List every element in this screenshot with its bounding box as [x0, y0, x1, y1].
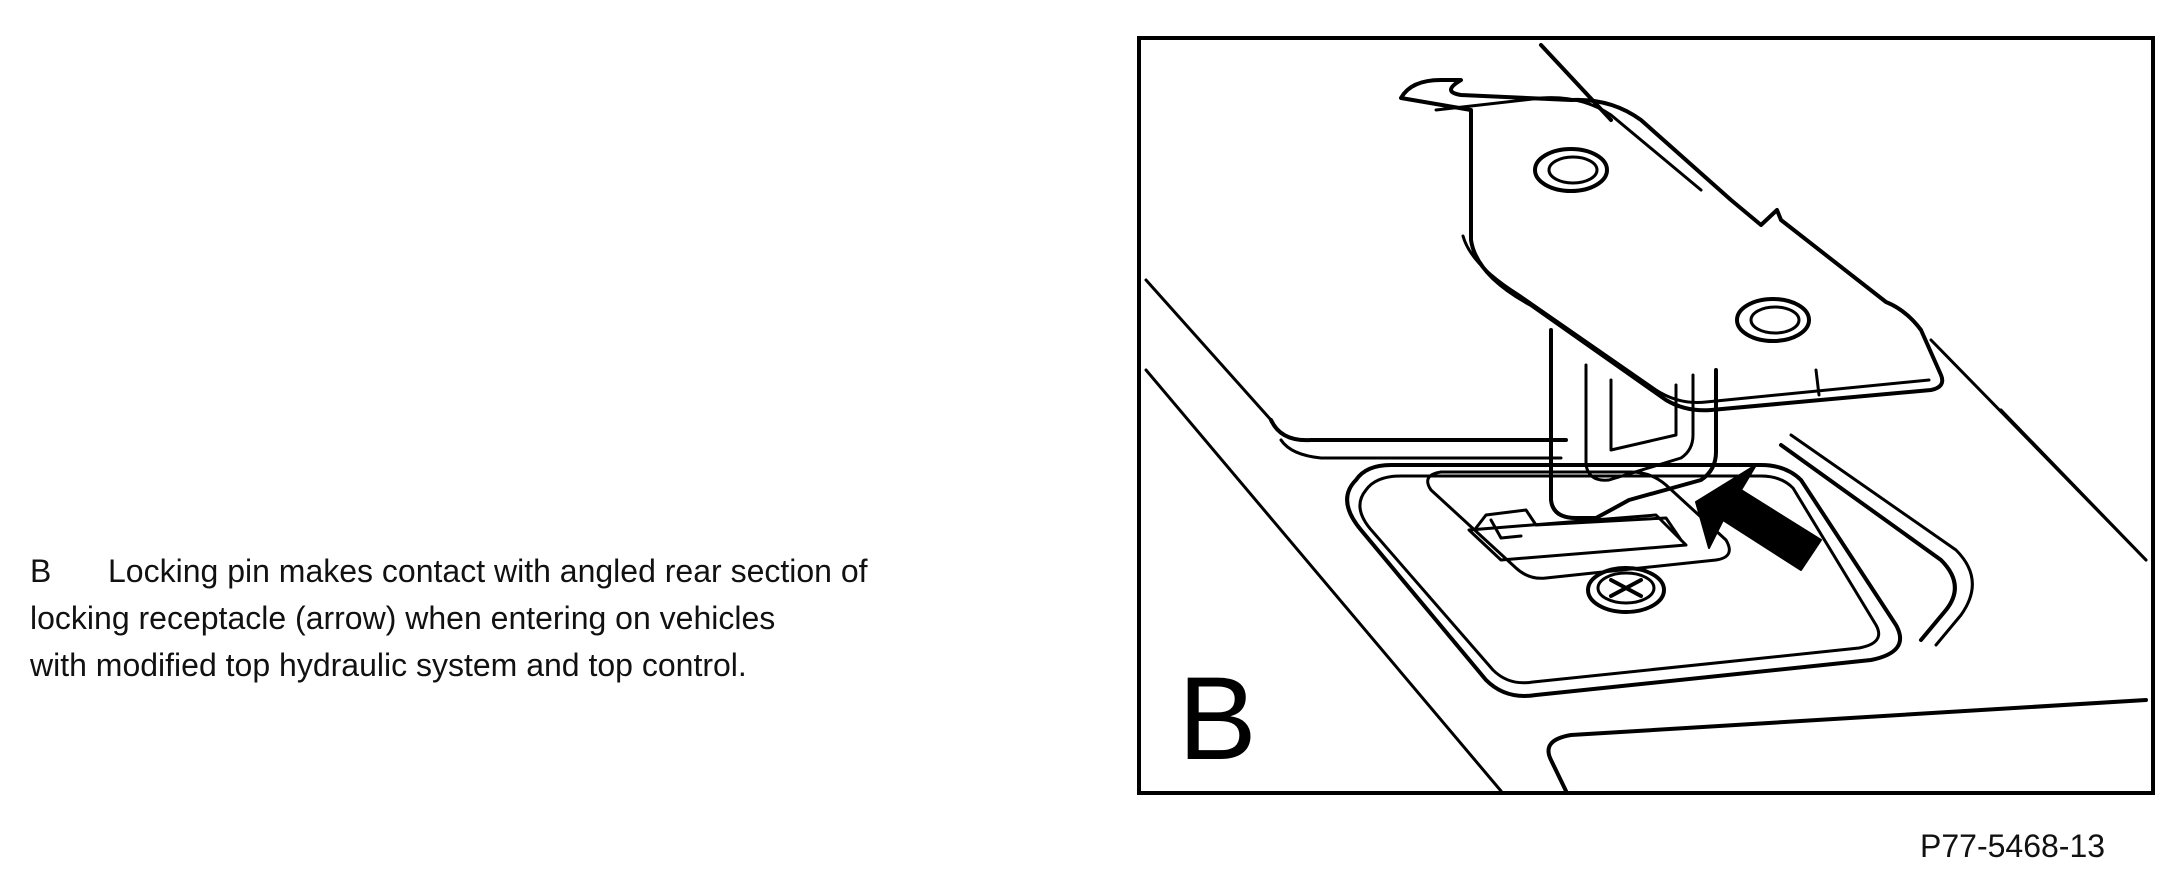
deck-panel-outline — [1269, 418, 1568, 443]
panel-label: B — [1178, 653, 1257, 785]
caption-line-1: B Locking pin makes contact with angled r… — [30, 548, 1090, 595]
top-plate-top-edge — [1434, 96, 1703, 192]
top-plate-edge — [1461, 234, 1931, 404]
guide-line-left-1 — [1144, 278, 1273, 422]
bottom-rail — [1546, 698, 2148, 791]
plate-hole-upper — [1533, 147, 1609, 193]
locking-latch — [1474, 508, 1683, 542]
locking-pin-illustration — [1144, 43, 2148, 791]
guide-line-right-2 — [1929, 338, 2148, 562]
latch-inner — [1489, 518, 1523, 540]
bracket-right-inner — [1789, 433, 1974, 647]
receptacle-plate-inner — [1358, 474, 1881, 685]
locking-pin-body — [1549, 328, 1718, 520]
screw-cross-icon — [1609, 578, 1643, 598]
caption-line-2: locking receptacle (arrow) when entering… — [30, 600, 776, 636]
screw-head — [1586, 566, 1666, 614]
locking-pin-slot — [1584, 363, 1695, 482]
plate-hole-upper-inner — [1547, 155, 1599, 185]
top-plate-outline — [1399, 78, 1945, 413]
caption-line-1-text: Locking pin makes contact with angled re… — [108, 553, 868, 589]
locking-pin-slot-inner — [1609, 378, 1678, 452]
receptacle-plate-outer — [1345, 463, 1903, 698]
caption-letter: B — [30, 553, 52, 589]
top-plate-notch — [1814, 368, 1821, 397]
deck-panel-inner — [1279, 438, 1563, 460]
caption-text: B Locking pin makes contact with angled r… — [30, 548, 1090, 689]
illustration-frame: B — [1137, 36, 2155, 795]
caption-line-3: with modified top hydraulic system and t… — [30, 647, 747, 683]
bracket-right — [1779, 443, 1957, 642]
arrow-icon — [1695, 464, 1822, 571]
guide-line-left-2 — [1144, 368, 1503, 791]
screw-head-inner — [1596, 571, 1656, 605]
figure-reference-id: P77-5468-13 — [1920, 828, 2106, 864]
receptacle-recess — [1426, 470, 1731, 580]
plate-hole-lower — [1735, 297, 1811, 343]
plate-hole-lower-inner — [1749, 305, 1801, 335]
